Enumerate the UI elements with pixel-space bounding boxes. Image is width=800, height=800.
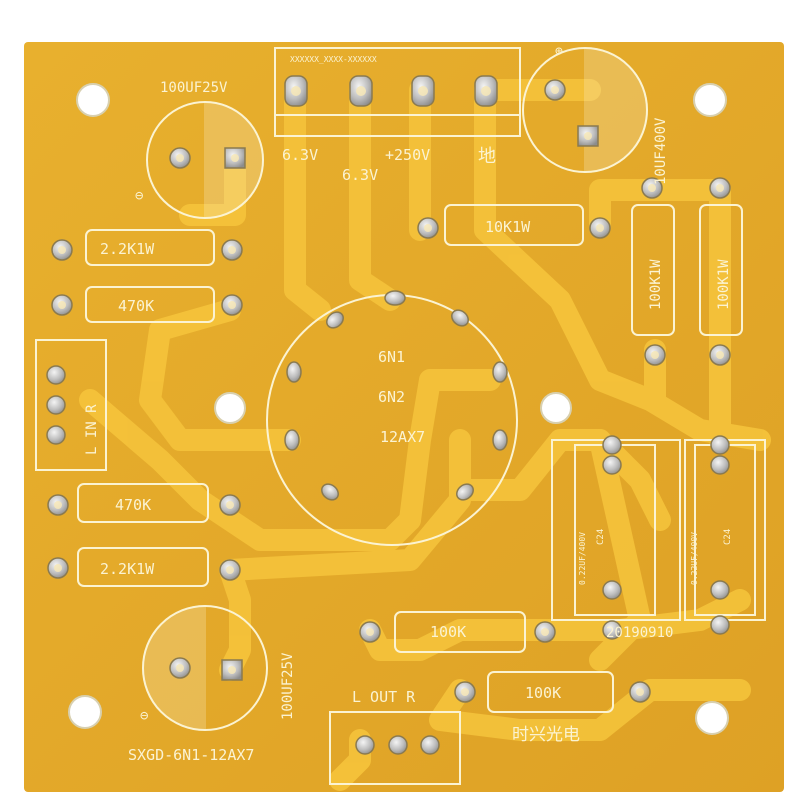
tube-mount-hole-left (214, 392, 246, 424)
cap-top-left-label: 100UF25V (160, 80, 228, 96)
mounting-holes (68, 83, 729, 735)
cap-bottom-left-polarity: ⊖ (140, 708, 149, 724)
drill-holes (54, 86, 724, 696)
cap-top-right-label: 10UF400V (653, 117, 669, 185)
tube-pin (284, 429, 300, 451)
pad (602, 580, 622, 600)
tube-pin (384, 290, 406, 306)
tube-pin (492, 429, 508, 451)
pad (46, 395, 66, 415)
copper-traces (79, 79, 771, 791)
resistor-2-2k1w-top-label: 2.2K1W (100, 240, 155, 258)
cap-bottom-left-label: 100UF25V (280, 652, 296, 720)
film-cap-b-name: C24 (723, 529, 733, 545)
pad (710, 615, 730, 635)
pad (46, 365, 66, 385)
input-connector-label: L IN R (84, 404, 100, 455)
pad (710, 455, 730, 475)
tube-mount-hole-right (540, 392, 572, 424)
silkscreen-text: XXXXXX_XXXX-XXXXXX 100UF25V 10UF400V 100… (84, 44, 733, 764)
cap-top-left-polarity: ⊖ (135, 188, 144, 204)
header-part-number: XXXXXX_XXXX-XXXXXX (290, 55, 377, 64)
pad (710, 435, 730, 455)
pad (420, 735, 440, 755)
resistor-100k1w-a-label: 100K1W (648, 259, 664, 310)
mounting-hole-bottom-left (68, 695, 102, 729)
mounting-hole-top-left (76, 83, 110, 117)
pads (46, 75, 731, 755)
film-cap-b-rating: 0.22UF/400V (690, 532, 699, 585)
pad (355, 735, 375, 755)
resistor-2-2k1w-bottom-label: 2.2K1W (100, 560, 155, 578)
mounting-hole-bottom-right (695, 701, 729, 735)
pad (602, 455, 622, 475)
pad (602, 620, 622, 640)
tube-6n2-label: 6N2 (378, 388, 405, 406)
pad (388, 735, 408, 755)
output-connector-label: L OUT R (352, 688, 416, 706)
pad (602, 435, 622, 455)
tube-pin (492, 361, 508, 383)
label-6-3v-b: 6.3V (342, 166, 378, 184)
resistor-100k-a-label: 100K (430, 623, 466, 641)
tube-pin (286, 361, 302, 383)
pad (710, 580, 730, 600)
resistor-470k-bottom-label: 470K (115, 496, 151, 514)
tube-pin (456, 483, 474, 501)
resistor-10k1w-label: 10K1W (485, 218, 531, 236)
resistor-100k1w-b-label: 100K1W (716, 259, 732, 310)
date-code: 20190910 (606, 625, 673, 641)
pad (46, 425, 66, 445)
label-6-3v-a: 6.3V (282, 146, 318, 164)
resistor-470k-top-label: 470K (118, 297, 154, 315)
film-cap-a-name: C24 (596, 529, 606, 545)
film-cap-a-rating: 0.22UF/400V (578, 532, 587, 585)
tube-pin (326, 311, 344, 329)
tube-pin (321, 483, 339, 501)
brand-name: 时兴光电 (512, 725, 580, 745)
label-250v: +250V (385, 146, 430, 164)
tube-12ax7-label: 12AX7 (380, 428, 425, 446)
mounting-hole-top-right (693, 83, 727, 117)
cap-top-right-polarity: ⊕ (555, 44, 563, 59)
label-ground: 地 (478, 146, 496, 167)
tube-pin (451, 309, 469, 327)
tube-6n1-label: 6N1 (378, 348, 405, 366)
model-name: SXGD-6N1-12AX7 (128, 746, 254, 764)
resistor-100k-b-label: 100K (525, 684, 561, 702)
